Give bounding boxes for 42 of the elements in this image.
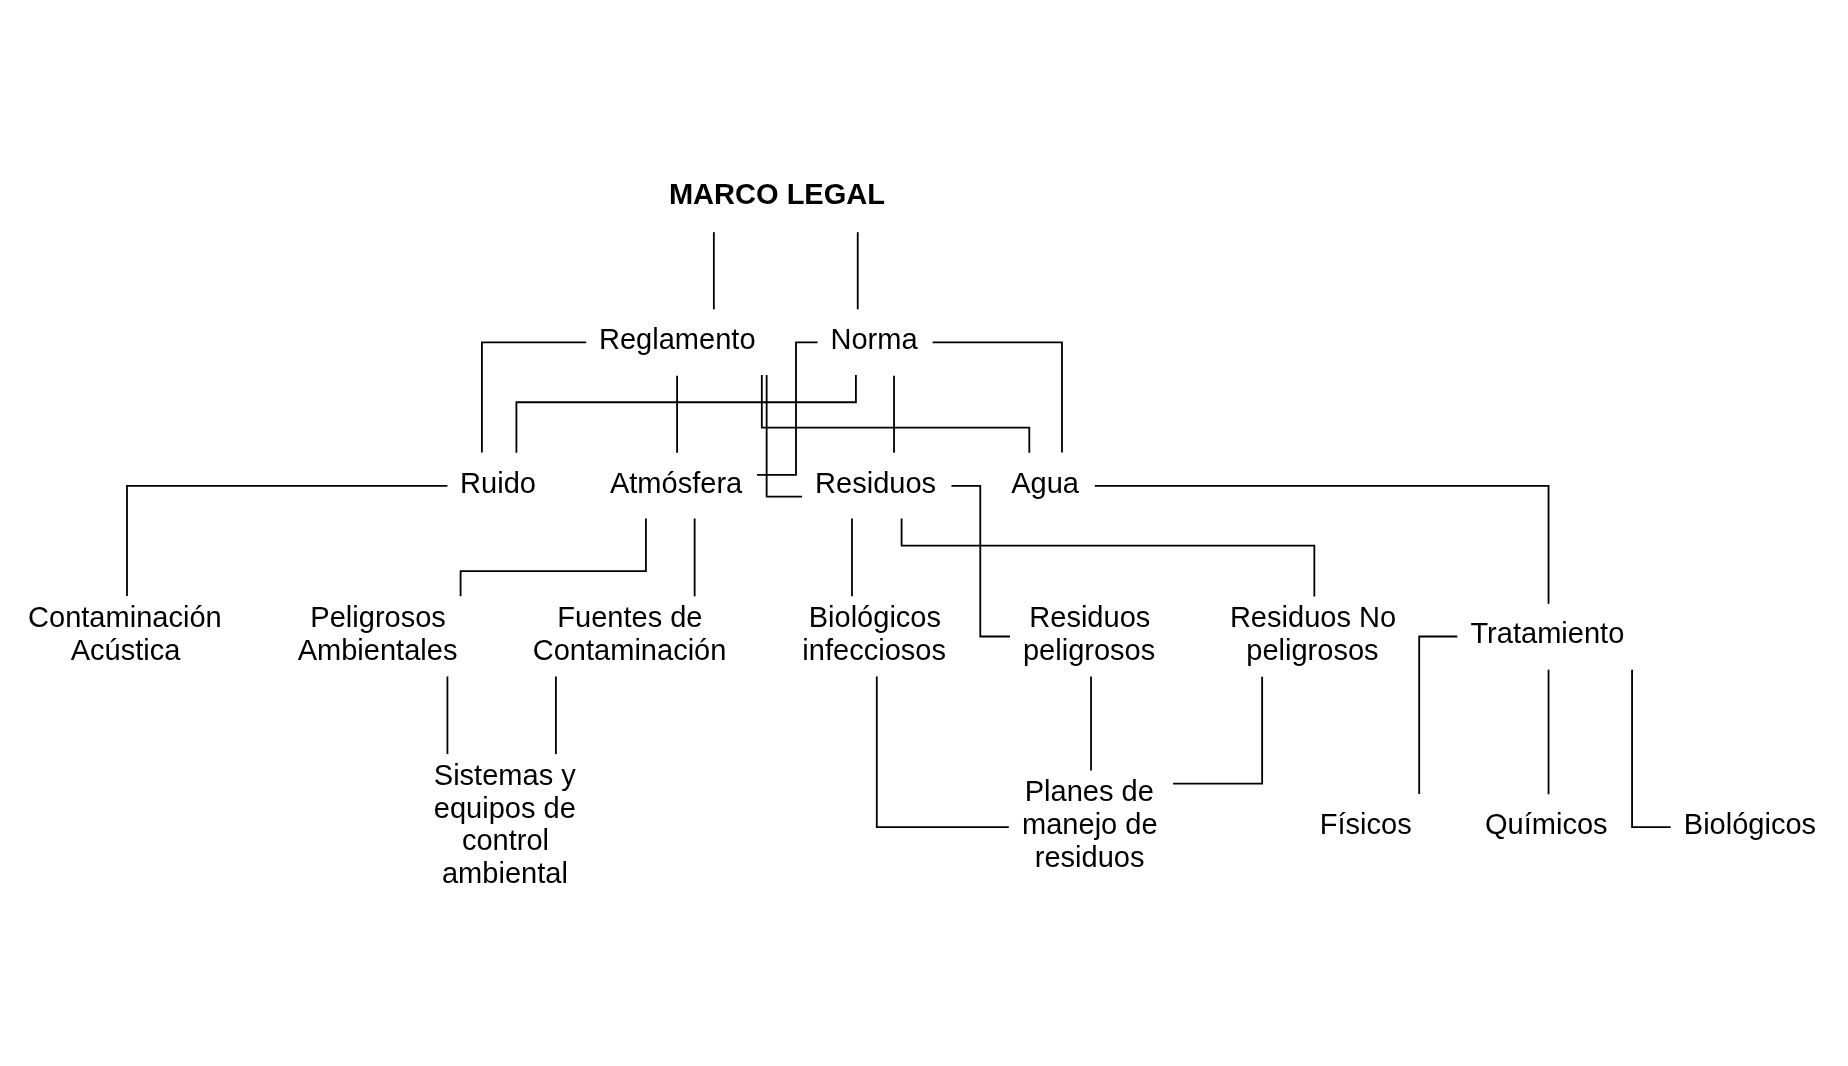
node-text: Sistemas y equipos de control ambiental (433, 759, 576, 890)
node-text: Residuos No peligrosos (1229, 601, 1397, 666)
node-text: Biológicos infecciosos (802, 601, 946, 666)
node-text: Ruido (460, 466, 536, 499)
connector (900, 517, 1316, 598)
node-text: Residuos peligrosos (1022, 601, 1156, 666)
node-text: Fuentes de Contaminación (532, 601, 727, 666)
connector (126, 484, 449, 597)
connector (1172, 675, 1264, 785)
connector (950, 484, 1011, 638)
connector (515, 374, 857, 454)
connector (1547, 668, 1550, 796)
node-text: Planes de manejo de residuos (1022, 775, 1158, 873)
connector (931, 341, 1063, 454)
node-text: Atmósfera (609, 466, 743, 499)
connector (1631, 668, 1672, 829)
connector (555, 675, 557, 755)
connector (481, 341, 588, 454)
connector (446, 675, 449, 755)
node-text: Reglamento (599, 323, 756, 356)
connector (760, 374, 1031, 454)
node-text: Biológicos (1683, 808, 1817, 841)
node-text: Residuos (815, 466, 937, 499)
connector (1418, 635, 1459, 795)
node-text: MARCO LEGAL (668, 178, 886, 211)
connector (856, 231, 859, 311)
node-text: Tratamiento (1470, 617, 1625, 650)
node-text: Químicos (1485, 808, 1608, 841)
connector (1093, 484, 1550, 605)
connector (893, 374, 895, 454)
connector (712, 231, 715, 311)
connector (765, 374, 803, 498)
connector (676, 374, 678, 454)
node-text: Peligrosos Ambientales (297, 601, 458, 666)
connector (851, 517, 853, 598)
node-text: Contaminación Acústica (28, 601, 222, 666)
connector (693, 517, 696, 598)
node-text: Agua (1011, 466, 1079, 499)
node-text: Físicos (1319, 808, 1412, 841)
node-text: Norma (830, 323, 918, 356)
connector (1090, 675, 1092, 772)
connector (875, 675, 1010, 829)
